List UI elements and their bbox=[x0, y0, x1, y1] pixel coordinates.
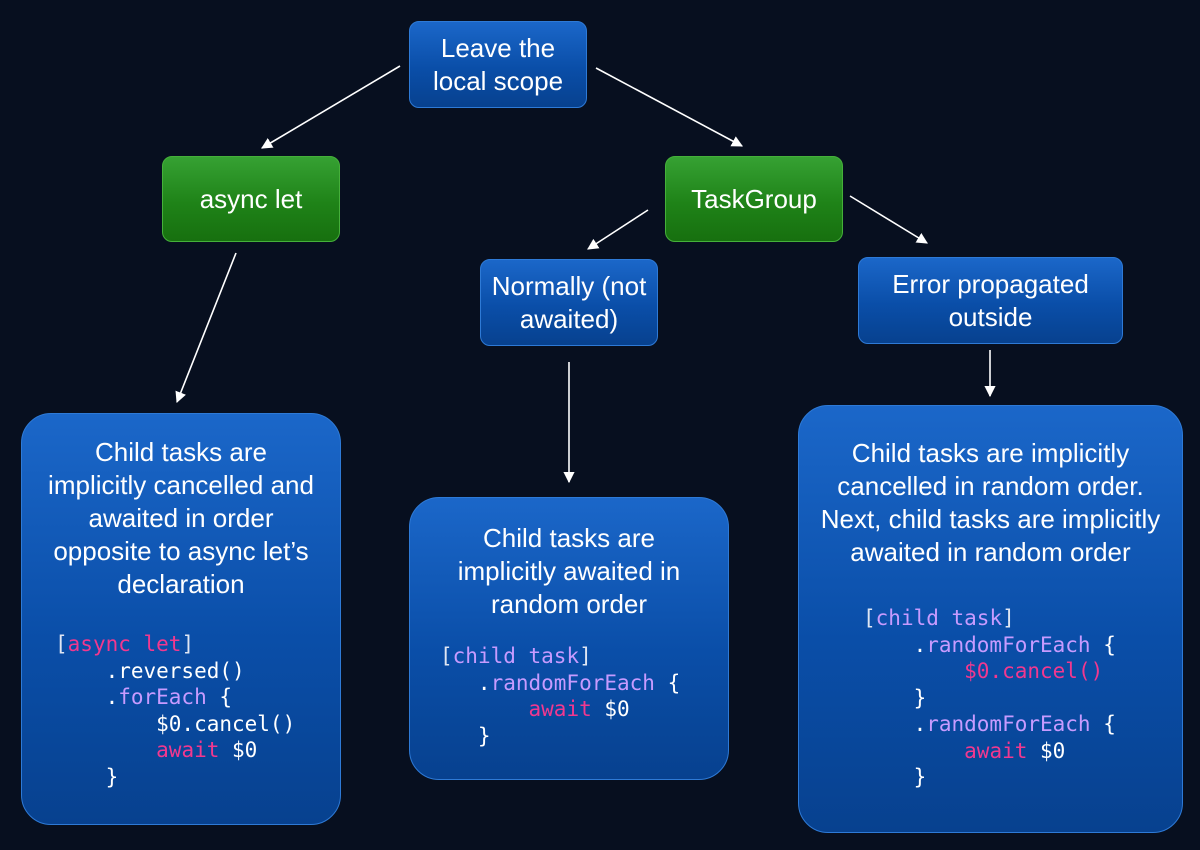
code-token bbox=[440, 697, 529, 721]
async-let-desc-line: awaited in order bbox=[88, 503, 274, 533]
code-line: } bbox=[863, 685, 1182, 712]
code-token: { bbox=[1090, 632, 1116, 657]
code-token: . bbox=[55, 685, 119, 709]
error-result-box: Child tasks are implicitly cancelled in … bbox=[798, 405, 1183, 833]
code-line: [async let] bbox=[55, 631, 340, 658]
error-result-description: Child tasks are implicitly cancelled in … bbox=[799, 437, 1182, 569]
code-line: .randomForEach { bbox=[863, 711, 1182, 738]
code-line: $0.cancel() bbox=[863, 658, 1182, 685]
arrow-async-let-to-result bbox=[175, 252, 237, 404]
code-token: [ bbox=[440, 644, 453, 668]
normally-code-snippet: [child task] .randomForEach { await $0 } bbox=[410, 643, 728, 749]
root-node-line-2: local scope bbox=[432, 65, 564, 96]
code-token: .reversed() bbox=[55, 658, 245, 683]
code-token bbox=[863, 739, 964, 763]
code-line: .reversed() bbox=[55, 658, 340, 685]
root-node-line-1: Leave the bbox=[440, 32, 556, 63]
code-token: { bbox=[654, 670, 681, 695]
normally-desc-line: random order bbox=[490, 589, 648, 619]
async-let-node: async let bbox=[162, 156, 340, 242]
arrow-taskgroup-to-normally bbox=[587, 209, 649, 250]
code-token bbox=[55, 738, 156, 762]
code-token: $0.cancel() bbox=[55, 711, 296, 736]
normally-line-1: Normally (not bbox=[491, 270, 647, 301]
normally-result-description: Child tasks are implicitly awaited in ra… bbox=[410, 522, 728, 621]
code-token: randomForEach bbox=[926, 632, 1091, 657]
error-node: Error propagated outside bbox=[858, 257, 1123, 344]
code-token: } bbox=[863, 685, 927, 710]
code-token: $0 bbox=[1027, 738, 1066, 763]
async-let-label: async let bbox=[199, 183, 303, 214]
code-line: await $0 bbox=[55, 737, 340, 764]
normally-result-box: Child tasks are implicitly awaited in ra… bbox=[409, 497, 729, 780]
error-desc-line: Next, child tasks are implicitly bbox=[820, 504, 1161, 534]
code-token bbox=[863, 659, 964, 683]
code-line: await $0 bbox=[863, 738, 1182, 765]
root-node: Leave the local scope bbox=[409, 21, 587, 108]
async-let-desc-line: opposite to async let’s bbox=[53, 536, 309, 566]
arrow-root-to-async-let bbox=[261, 65, 401, 149]
code-token: $0.cancel() bbox=[964, 659, 1104, 683]
code-token: child task bbox=[875, 606, 1003, 630]
code-token: [ bbox=[863, 606, 876, 630]
code-line: } bbox=[863, 764, 1182, 791]
code-token: randomForEach bbox=[926, 712, 1091, 736]
normally-node: Normally (not awaited) bbox=[480, 259, 658, 346]
code-line: await $0 bbox=[440, 696, 728, 723]
async-let-result-box: Child tasks are implicitly cancelled and… bbox=[21, 413, 341, 825]
code-token: } bbox=[440, 723, 491, 748]
taskgroup-node: TaskGroup bbox=[665, 156, 843, 242]
code-token: $0 bbox=[219, 738, 258, 762]
code-token: await bbox=[528, 697, 592, 721]
code-line: $0.cancel() bbox=[55, 711, 340, 738]
code-token: [ bbox=[55, 632, 68, 656]
code-line: .forEach { bbox=[55, 684, 340, 711]
code-token: . bbox=[863, 712, 927, 736]
code-token: ] bbox=[579, 644, 592, 668]
taskgroup-label: TaskGroup bbox=[691, 183, 817, 214]
code-token: { bbox=[206, 685, 233, 709]
code-token: { bbox=[1090, 712, 1116, 736]
error-line-2: outside bbox=[948, 301, 1033, 332]
code-token: } bbox=[863, 765, 927, 789]
arrow-taskgroup-to-error bbox=[849, 195, 928, 244]
async-let-code-snippet: [async let] .reversed() .forEach { $0.ca… bbox=[22, 631, 340, 790]
error-code-snippet: [child task] .randomForEach { $0.cancel(… bbox=[799, 605, 1182, 791]
normally-line-2: awaited) bbox=[519, 303, 619, 334]
code-token: $0 bbox=[591, 697, 630, 721]
code-token: ] bbox=[181, 632, 195, 656]
error-desc-line: Child tasks are implicitly bbox=[851, 438, 1130, 468]
code-token: forEach bbox=[118, 685, 207, 709]
code-token: } bbox=[55, 764, 119, 789]
error-line-1: Error propagated bbox=[892, 268, 1089, 299]
async-let-result-description: Child tasks are implicitly cancelled and… bbox=[22, 436, 340, 601]
error-desc-line: cancelled in random order. bbox=[837, 471, 1144, 501]
code-token: await bbox=[156, 738, 220, 762]
code-line: } bbox=[55, 764, 340, 791]
async-let-desc-line: declaration bbox=[117, 569, 245, 599]
async-let-desc-line: Child tasks are bbox=[95, 437, 267, 467]
code-token: . bbox=[440, 670, 491, 695]
code-token: child task bbox=[452, 644, 580, 668]
code-token: ] bbox=[1002, 606, 1015, 630]
code-token: randomForEach bbox=[490, 670, 655, 695]
code-token: async let bbox=[67, 632, 182, 656]
code-line: .randomForEach { bbox=[440, 670, 728, 697]
code-line: [child task] bbox=[863, 605, 1182, 632]
normally-desc-line: Child tasks are bbox=[483, 523, 655, 553]
error-desc-line: awaited in random order bbox=[850, 537, 1131, 567]
code-token: await bbox=[964, 738, 1028, 763]
code-line: } bbox=[440, 723, 728, 750]
code-line: [child task] bbox=[440, 643, 728, 670]
code-line: .randomForEach { bbox=[863, 632, 1182, 659]
arrow-root-to-taskgroup bbox=[595, 67, 743, 147]
async-let-desc-line: implicitly cancelled and bbox=[48, 470, 314, 500]
code-token: . bbox=[863, 632, 927, 657]
normally-desc-line: implicitly awaited in bbox=[457, 556, 681, 586]
